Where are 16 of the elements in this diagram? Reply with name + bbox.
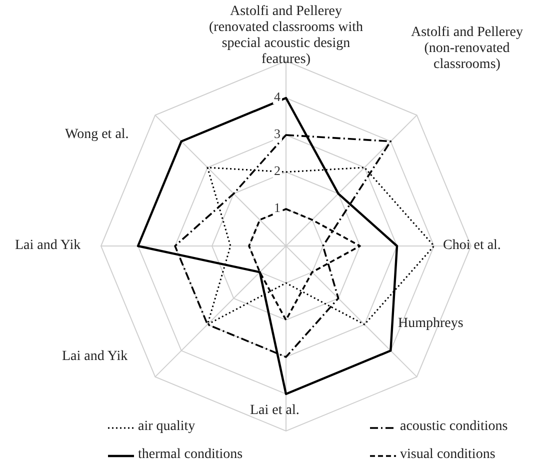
- legend-label: acoustic conditions: [400, 419, 508, 435]
- axis-label: Lai and Yik: [15, 238, 81, 254]
- axis-label: Astolfi and Pellerey (renovated classrooms with special acoustic design features): [208, 4, 364, 68]
- tick-label: 4: [273, 90, 282, 104]
- legend-label: thermal conditions: [138, 447, 243, 463]
- tick-label: 1: [273, 201, 282, 215]
- tick-label: 2: [273, 164, 282, 178]
- axis-label: Lai and Yik: [62, 349, 128, 365]
- axis-label: Choi et al.: [443, 238, 501, 254]
- axis-label: Astolfi and Pellerey (non-renovated classrooms): [410, 25, 524, 73]
- axis-label: Lai et al.: [250, 403, 300, 419]
- axis-label: Wong et al.: [65, 127, 129, 143]
- legend-label: air quality: [138, 419, 196, 435]
- tick-label: 3: [273, 127, 282, 141]
- legend-label: visual conditions: [400, 447, 496, 463]
- axis-label: Humphreys: [398, 316, 464, 332]
